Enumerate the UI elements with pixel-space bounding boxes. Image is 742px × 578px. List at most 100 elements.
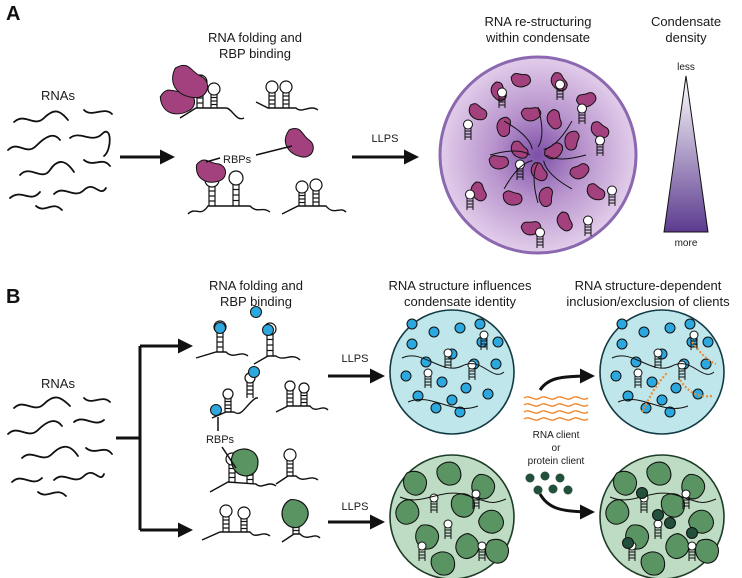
density-more-label: more xyxy=(675,238,698,249)
green-condensate-with-client-contents xyxy=(605,461,719,576)
client-arrow-top xyxy=(538,368,595,391)
rna-hairpin xyxy=(298,382,310,406)
rna-hairpin xyxy=(265,80,279,108)
density-triangle xyxy=(663,75,709,233)
panel-b-folded-rnas-green xyxy=(201,448,321,543)
rna-hairpin xyxy=(497,87,507,108)
panel-b-llps-top-label: LLPS xyxy=(342,353,369,365)
rbp-magenta xyxy=(538,186,553,207)
panel-b-rbps-label: RBPs xyxy=(206,434,235,446)
rbp-green xyxy=(646,461,672,486)
rna-hairpin xyxy=(228,170,244,206)
panel-a-condensate-contents xyxy=(463,72,617,248)
rbp-blue xyxy=(492,336,504,348)
panel-a-fold-title-1: RNA folding and xyxy=(208,30,302,45)
protein-client xyxy=(622,537,634,549)
density-title-2: density xyxy=(665,30,707,45)
panel-b-letter: B xyxy=(6,286,20,308)
rbp-green xyxy=(403,470,427,496)
rbp-magenta xyxy=(196,159,227,183)
rbp-blue xyxy=(616,318,628,330)
rna-strand xyxy=(503,160,533,190)
rna-hairpin xyxy=(443,348,453,368)
rna-hairpin xyxy=(633,368,643,388)
rna-strand xyxy=(533,162,539,204)
rna-hairpin xyxy=(283,448,297,476)
rna-hairpin xyxy=(583,215,593,236)
rbp-magenta xyxy=(520,107,542,122)
rna-hairpin xyxy=(467,360,477,380)
rna-strand xyxy=(503,120,533,150)
rbp-green xyxy=(695,538,719,564)
rna-hairpin xyxy=(515,159,525,180)
panel-a: A RNAs RNA folding and RBP binding RBPs … xyxy=(6,3,721,255)
panel-b-rbps-pointer-down xyxy=(221,446,237,469)
rbp-green xyxy=(395,499,420,525)
clients-title-2: inclusion/exclusion of clients xyxy=(566,294,730,309)
rna-strand xyxy=(543,120,573,150)
rbp-blue xyxy=(436,376,448,388)
rbp-green xyxy=(605,499,630,525)
rbp-blue xyxy=(616,338,628,350)
panel-b: B RNAs RNA folding and RBP binding RBPs xyxy=(6,278,730,578)
rbp-magenta xyxy=(502,190,523,206)
protein-client xyxy=(686,527,698,539)
rbp-blue xyxy=(638,326,650,338)
rbp-blue xyxy=(460,382,472,394)
rbp-blue xyxy=(482,388,494,400)
rna-hairpin xyxy=(689,330,699,350)
identity-title-1: RNA structure influences xyxy=(388,278,532,293)
protein-client xyxy=(652,509,664,521)
rbp-magenta xyxy=(590,121,610,139)
panel-b-fold-title-1: RNA folding and xyxy=(209,278,303,293)
client-arrow-bottom xyxy=(538,493,595,520)
protein-client-dots xyxy=(525,471,573,495)
cyan-condensate-contents xyxy=(400,318,505,418)
rbp-blue xyxy=(412,390,424,402)
rna-hairpin xyxy=(555,79,565,100)
panel-a-llps-label: LLPS xyxy=(372,133,399,145)
rbp-blue xyxy=(262,324,274,336)
rna-hairpin xyxy=(595,135,605,156)
rna-hairpin xyxy=(417,541,427,561)
client-label-rna: RNA client xyxy=(533,430,580,441)
rna-hairpin xyxy=(677,360,687,380)
rbp-blue xyxy=(214,322,226,334)
rbp-blue xyxy=(684,318,696,330)
rna-hairpin xyxy=(222,388,234,412)
rna-strand xyxy=(537,106,543,148)
rbp-magenta xyxy=(284,128,314,158)
rna-hairpin xyxy=(465,189,475,210)
rna-client xyxy=(691,341,717,366)
rbp-blue xyxy=(454,322,466,334)
rbp-blue xyxy=(622,390,634,402)
density-title-1: Condensate xyxy=(651,14,721,29)
rna-strand xyxy=(489,150,531,156)
rna-hairpin xyxy=(284,380,296,406)
rbp-magenta xyxy=(569,163,590,180)
rbp-magenta xyxy=(586,183,606,201)
rna-strand xyxy=(399,492,507,503)
panel-a-rna-strands xyxy=(7,109,113,211)
rbp-green xyxy=(436,461,462,486)
rbp-magenta xyxy=(510,140,529,159)
rbp-blue xyxy=(446,394,458,406)
panel-a-rbps-label: RBPs xyxy=(223,154,252,166)
rbp-magenta xyxy=(530,162,548,182)
panel-a-rbps-pointer-left xyxy=(205,157,221,163)
rbp-green xyxy=(660,493,686,518)
rbp-blue xyxy=(670,382,682,394)
rbp-magenta xyxy=(564,130,580,151)
panel-a-folded-rnas xyxy=(159,64,347,215)
identity-title-2: condensate identity xyxy=(404,294,517,309)
panel-a-rbps-pointer-right xyxy=(255,145,293,156)
rbp-blue xyxy=(610,370,622,382)
rna-strand xyxy=(543,160,573,190)
protein-client xyxy=(636,487,648,499)
panel-b-llps-bottom-label: LLPS xyxy=(342,501,369,513)
protein-client xyxy=(664,517,676,529)
rna-hairpin xyxy=(653,348,663,368)
green-condensate-contents xyxy=(395,461,509,576)
rbp-magenta xyxy=(556,211,573,232)
